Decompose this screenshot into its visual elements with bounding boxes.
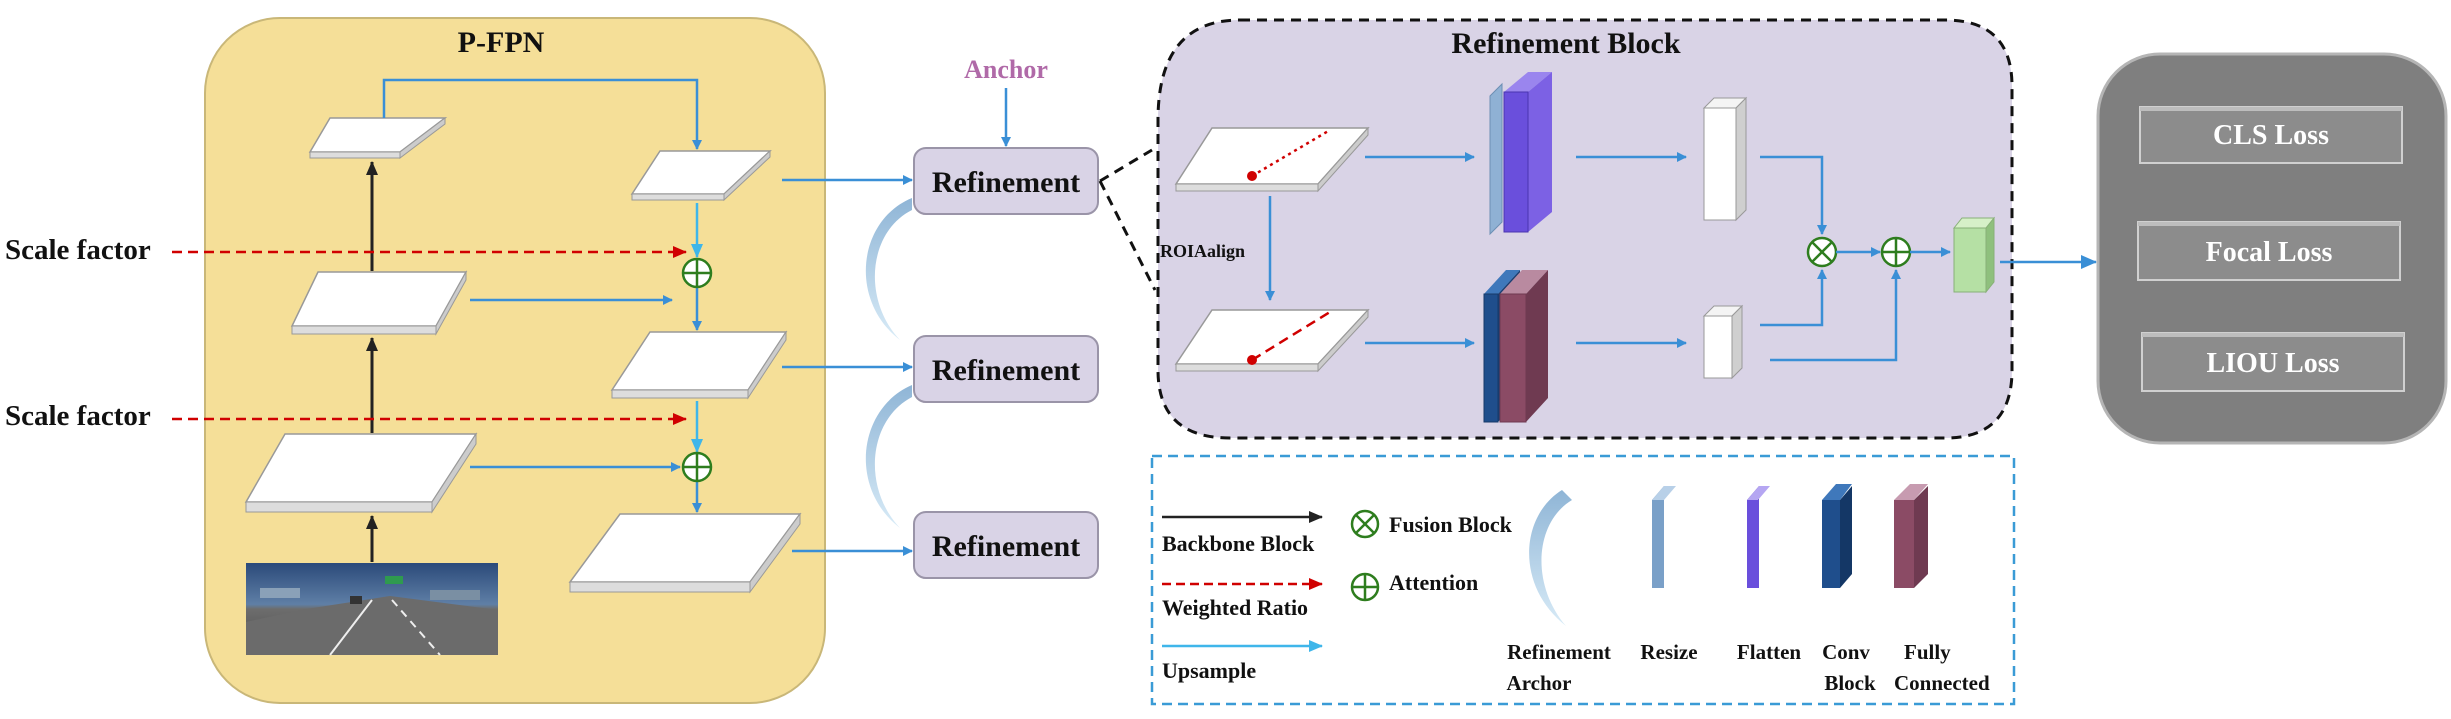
resize-flatten-top [1489, 72, 1552, 236]
legend-conv-icon [1822, 484, 1852, 588]
conv-fc-bottom [1483, 270, 1548, 423]
legend-attention-label: Attention [1389, 570, 1478, 595]
output-cube [1952, 216, 1996, 294]
legend-resize-icon [1652, 486, 1676, 588]
legend-backbone-label: Backbone Block [1162, 531, 1315, 556]
anchor-label: Anchor [964, 55, 1048, 84]
attention-symbol-1 [681, 257, 713, 289]
legend-fc-label-2: Connected [1894, 671, 1990, 695]
loss-panel: CLS Loss Focal Loss LIOU Loss [2096, 52, 2448, 445]
liou-loss-label: LIOU Loss [2206, 348, 2339, 379]
legend-fc-label-1: Fully [1904, 640, 1951, 664]
refinement-label-1: Refinement [932, 166, 1080, 199]
legend-fusion-icon [1350, 509, 1380, 539]
legend-conv-label-1: Conv [1822, 640, 1870, 664]
scale-factor-label-2: Scale factor [5, 400, 151, 432]
feature-column-bottom [1702, 304, 1744, 380]
refinement-box-2: Refinement [913, 335, 1099, 403]
legend-flatten-icon [1747, 486, 1770, 588]
refinement-block-panel: Refinement Block ROIAalign [1156, 18, 2014, 440]
attention-symbol-2 [681, 451, 713, 483]
refinement-box-1: Refinement [913, 147, 1099, 215]
legend-refinement-label-1: Refinement [1507, 640, 1611, 664]
liou-loss-box: LIOU Loss [2141, 332, 2405, 392]
legend-fc-icon [1894, 484, 1928, 588]
focal-loss-box: Focal Loss [2137, 221, 2401, 281]
attention-symbol-block [1880, 236, 1912, 268]
roi-align-label: ROIAalign [1160, 241, 1245, 261]
refinement-label-2: Refinement [932, 354, 1080, 387]
legend-conv-label-2: Block [1824, 671, 1876, 695]
legend-upsample-label: Upsample [1162, 658, 1256, 683]
refinement-anchor-curve-2 [865, 385, 912, 528]
legend-refinement-label-2: Archor [1507, 671, 1572, 695]
fusion-symbol [1806, 236, 1838, 268]
cls-loss-label: CLS Loss [2213, 120, 2329, 151]
refinement-label-3: Refinement [932, 530, 1080, 563]
input-road-image [246, 563, 498, 656]
refinement-block-title: Refinement Block [1451, 27, 1680, 60]
scale-factor-label-1: Scale factor [5, 234, 151, 266]
pfpn-title: P-FPN [458, 26, 545, 59]
feature-column-top [1702, 96, 1748, 222]
legend-refinement-curve [1529, 490, 1572, 626]
legend-flatten-label: Flatten [1737, 640, 1801, 664]
pfpn-panel: P-FPN [204, 17, 826, 704]
legend-attention-icon [1350, 572, 1380, 602]
legend-resize-label: Resize [1640, 640, 1697, 664]
legend-fusion-label: Fusion Block [1389, 512, 1513, 537]
legend: Backbone Block Weighted Ratio Upsample F… [1150, 454, 2016, 706]
legend-weighted-label: Weighted Ratio [1162, 595, 1308, 620]
cls-loss-box: CLS Loss [2139, 106, 2403, 164]
refinement-anchor-curve-1 [865, 198, 912, 340]
backbone-plate-mid [290, 271, 468, 327]
refinement-box-3: Refinement [913, 511, 1099, 579]
focal-loss-label: Focal Loss [2206, 237, 2333, 268]
